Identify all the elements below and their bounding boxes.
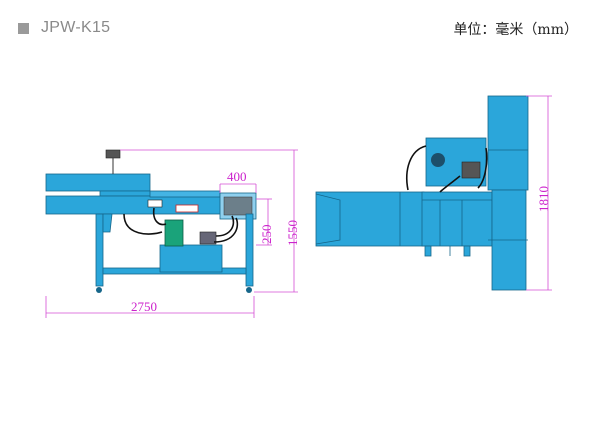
front-brace — [102, 213, 113, 233]
wheel-icon — [96, 287, 102, 293]
side-chamber — [315, 191, 425, 247]
model-marker-icon — [18, 23, 29, 34]
front-beam-top — [149, 190, 221, 198]
dim-height: 1550 — [285, 220, 300, 246]
front-chute — [45, 173, 151, 192]
hose — [152, 207, 167, 226]
front-view: 2750 400 250 1550 — [45, 149, 300, 318]
front-chute-lip — [99, 190, 158, 197]
hose — [123, 213, 163, 235]
side-column-top — [487, 95, 529, 191]
side-leg — [463, 245, 471, 257]
fan-icon — [431, 153, 445, 167]
label-plate-icon — [175, 204, 199, 213]
control-panel-icon — [105, 149, 121, 159]
motor-icon — [164, 219, 184, 247]
dim-side-height: 1810 — [536, 186, 551, 212]
header: JPW-K15 单位：毫米（mm） — [0, 0, 600, 44]
hose — [215, 215, 235, 237]
front-leg-left — [95, 213, 104, 287]
hose — [406, 145, 427, 191]
hose — [213, 217, 239, 243]
side-chamber-edge — [315, 193, 341, 245]
dim-box-width: 400 — [227, 169, 247, 184]
front-leg-right — [245, 213, 254, 287]
side-frame — [421, 191, 493, 247]
valve-icon — [199, 231, 217, 245]
dim-box-height: 250 — [259, 225, 274, 245]
switch-icon — [147, 199, 163, 208]
dim-length: 2750 — [131, 299, 157, 314]
hose — [477, 147, 488, 189]
side-leg — [424, 245, 432, 257]
front-end-box-panel — [223, 196, 253, 216]
side-view: 1810 — [315, 95, 552, 291]
valve-icon — [461, 161, 481, 179]
unit-label: 单位：毫米（mm） — [453, 22, 578, 38]
model-title: JPW-K15 — [41, 19, 111, 36]
hose — [439, 175, 461, 193]
wheel-icon — [246, 287, 252, 293]
oil-tank — [159, 244, 223, 273]
